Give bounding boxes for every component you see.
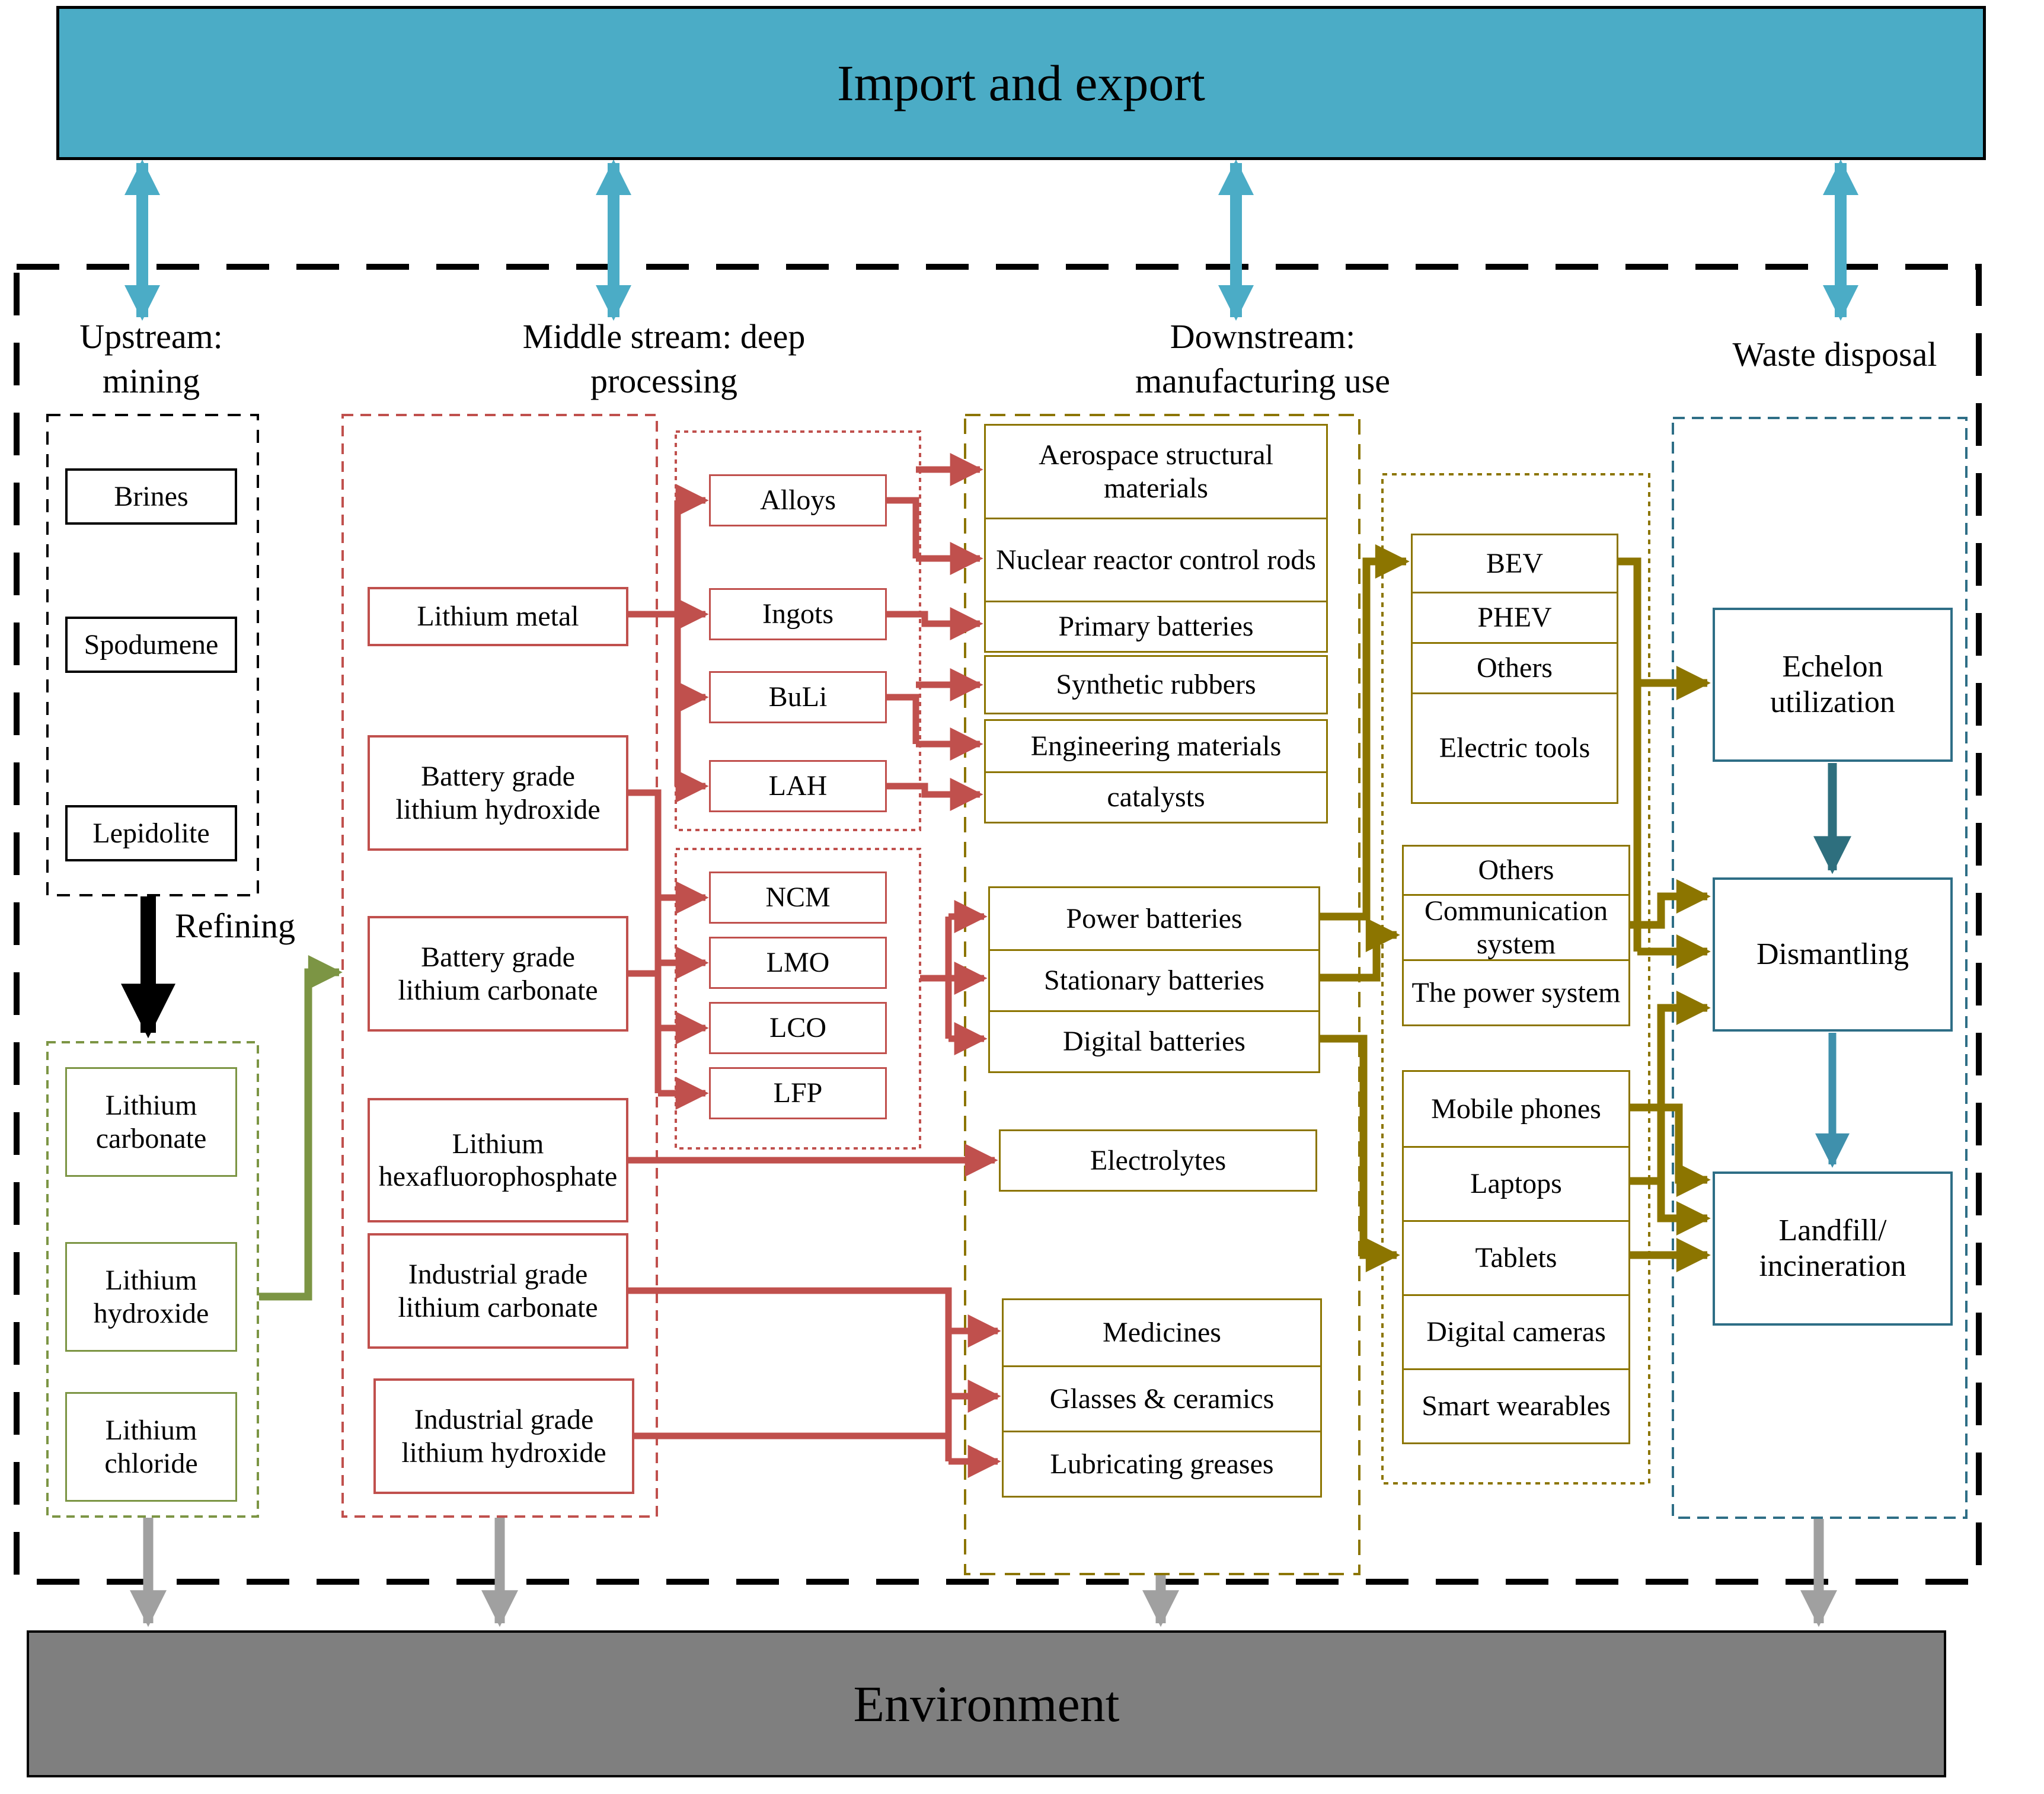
box-lithium-metal: Lithium metal [368, 587, 628, 646]
mobile-phones-to-landfill-arrow [1630, 1103, 1711, 1197]
box-lco: LCO [709, 1002, 887, 1054]
applications-stack-a: Aerospace structural materials Nuclear r… [984, 424, 1328, 653]
box-buli: BuLi [709, 671, 887, 723]
box-brines: Brines [65, 468, 237, 525]
box-lfp: LFP [709, 1067, 887, 1119]
box-primary-batteries: Primary batteries [986, 601, 1326, 651]
waste-disposal-region [1672, 417, 1968, 1519]
box-aerospace-structural-materials: Aerospace structural materials [1039, 439, 1273, 504]
box-lithium-chloride: Lithium chloride [65, 1392, 237, 1502]
middle-stream-region [341, 414, 658, 1518]
box-lubricating-greases: Lubricating greases [1004, 1431, 1320, 1496]
box-medicines: Medicines [1103, 1317, 1221, 1349]
box-battery-grade-lithium-carbonate: Battery grade lithium carbonate [368, 916, 628, 1032]
box-alloys: Alloys [709, 474, 887, 526]
box-digital-batteries: Digital batteries [990, 1010, 1318, 1071]
battery-hydroxide-feed-line [628, 789, 662, 1093]
system-boundary-dashed-border [14, 264, 1982, 1585]
metal-products-region [675, 430, 921, 831]
box-lepidolite: Lepidolite [65, 805, 237, 861]
buli-feed-line [887, 694, 919, 744]
stationary-batteries-to-systems-arrow [1320, 918, 1400, 982]
waste-header-line1: Waste disposal [1732, 335, 1937, 374]
box-laptops: Laptops [1404, 1146, 1628, 1220]
box-spodumene: Spodumene [65, 617, 237, 673]
box-electric-tools: Electric tools [1413, 692, 1617, 802]
box-landfill-incineration: Landfill/ incineration [1713, 1171, 1953, 1326]
box-communication-system: Communication system [1404, 894, 1628, 960]
box-phev: PHEV [1413, 592, 1617, 642]
box-lithium-carbonate: Lithium carbonate [65, 1067, 237, 1177]
box-lithium-hexafluorophosphate: Lithium hexafluorophosphate [368, 1098, 628, 1222]
box-digital-cameras: Digital cameras [1404, 1294, 1628, 1368]
alloys-feed-line [887, 497, 919, 558]
battery-types-stack: Power batteries Stationary batteries Dig… [988, 886, 1320, 1073]
refined-to-middle-arrow [259, 955, 343, 1301]
box-the-power-system: The power system [1404, 959, 1628, 1024]
box-synthetic-rubbers: Synthetic rubbers [984, 655, 1328, 714]
import-export-label: Import and export [837, 55, 1205, 111]
box-industrial-grade-lithium-carbonate: Industrial grade lithium carbonate [368, 1233, 628, 1349]
cathode-materials-region [675, 848, 921, 1150]
refining-label: Refining [175, 906, 295, 945]
upstream-refined-region [46, 1041, 259, 1518]
downstream-header-line1: Downstream: [1170, 317, 1356, 356]
upstream-header-line2: mining [102, 362, 200, 401]
power-batteries-to-bev-arrow [1320, 544, 1410, 921]
upstream-header: Upstream: mining [36, 314, 267, 404]
waste-disposal-header: Waste disposal [1687, 332, 1983, 376]
environment-bar: Environment [27, 1630, 1946, 1777]
import-export-bar: Import and export [56, 6, 1986, 160]
box-lithium-hydroxide: Lithium hydroxide [65, 1242, 237, 1352]
box-nuclear-reactor-control-rods: Nuclear reactor control rods [986, 518, 1326, 601]
box-glasses-ceramics: Glasses & ceramics [1004, 1365, 1320, 1431]
system-market-stack: Others Communication system The power sy… [1402, 845, 1630, 1026]
consumer-devices-stack: Mobile phones Laptops Tablets Digital ca… [1402, 1070, 1630, 1444]
middle-header-line2: processing [590, 362, 738, 401]
middle-header-line1: Middle stream: deep [522, 317, 806, 356]
box-system-others: Others [1478, 854, 1554, 886]
environment-label: Environment [853, 1675, 1120, 1732]
box-power-batteries: Power batteries [1066, 902, 1243, 934]
box-catalysts: catalysts [986, 771, 1326, 822]
box-bev: BEV [1486, 547, 1543, 579]
box-dismantling: Dismantling [1713, 877, 1953, 1032]
downstream-header-line2: manufacturing use [1135, 362, 1390, 401]
end-market-region [1381, 473, 1650, 1485]
laptops-to-landfill-arrow [1657, 1181, 1711, 1236]
arrow-to-primary-batteries [887, 607, 983, 640]
upstream-ores-region [46, 414, 259, 896]
box-industrial-grade-lithium-hydroxide: Industrial grade lithium hydroxide [373, 1378, 634, 1494]
bev-output-line [1618, 557, 1641, 952]
box-stationary-batteries: Stationary batteries [990, 949, 1318, 1010]
box-battery-grade-lithium-hydroxide: Battery grade lithium hydroxide [368, 735, 628, 851]
applications-stack-b: Engineering materials catalysts [984, 719, 1328, 823]
box-lah: LAH [709, 760, 887, 812]
digital-batteries-to-devices-arrow [1320, 1035, 1400, 1272]
battery-feed-bus-line [920, 917, 952, 1039]
box-echelon-utilization: Echelon utilization [1713, 608, 1953, 762]
box-engineering-materials: Engineering materials [1030, 730, 1282, 762]
box-tablets: Tablets [1404, 1220, 1628, 1294]
box-smart-wearables: Smart wearables [1404, 1368, 1628, 1442]
middle-stream-header: Middle stream: deep processing [516, 314, 812, 404]
arrow-to-catalysts [887, 778, 983, 811]
downstream-header: Downstream: manufacturing use [1097, 314, 1429, 404]
box-mobile-phones: Mobile phones [1431, 1093, 1601, 1125]
industrial-carbonate-feed-line [628, 1287, 952, 1461]
box-ev-others: Others [1413, 642, 1617, 692]
laptops-to-dismantling-arrow [1630, 991, 1711, 1185]
box-electrolytes: Electrolytes [999, 1129, 1317, 1192]
ev-market-stack: BEV PHEV Others Electric tools [1411, 534, 1618, 804]
systems-to-dismantling-arrow [1630, 879, 1711, 929]
box-lmo: LMO [709, 937, 887, 989]
box-ncm: NCM [709, 872, 887, 924]
upstream-header-line1: Upstream: [79, 317, 223, 356]
chemical-products-stack: Medicines Glasses & ceramics Lubricating… [1002, 1298, 1322, 1498]
box-ingots: Ingots [709, 588, 887, 640]
